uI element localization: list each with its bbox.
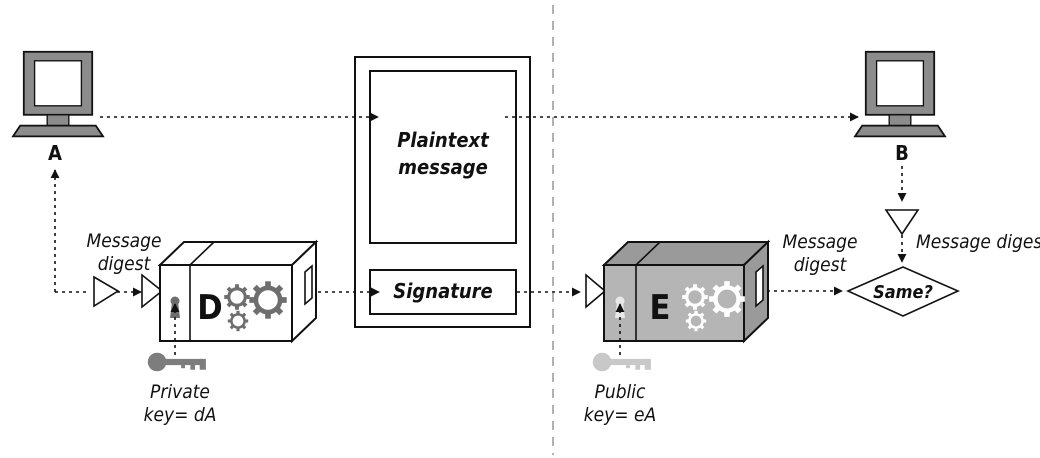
hash-triangle-receiver [884, 209, 920, 236]
private-key-line2: key= dA [144, 404, 217, 426]
compare-label: Same? [873, 282, 933, 303]
public-key-line1: Public [595, 381, 646, 403]
d-keyhole [170, 296, 180, 318]
compare-diamond [846, 266, 960, 317]
public-key-line2: key= eA [584, 404, 657, 426]
receiver-incoming-digest: Message digest [916, 231, 1040, 253]
plaintext-line2: message [398, 155, 488, 179]
verify-box-e [601, 239, 771, 344]
private-key-icon [147, 352, 206, 372]
e-keyhole [615, 296, 625, 318]
signature-label: Signature [393, 279, 492, 303]
computer-b-label: B [895, 141, 909, 165]
receiver-digest-line1: Message [783, 231, 858, 253]
hash-triangle-sender [93, 275, 120, 308]
computer-b-icon [854, 50, 946, 138]
sender-digest-line1: Message [87, 230, 162, 252]
sender-digest-line2: digest [98, 253, 152, 275]
plaintext-line1: Plaintext [397, 128, 490, 152]
flow-arrows [50, 112, 907, 297]
plaintext-box [369, 70, 517, 244]
computer-a-label: A [48, 141, 62, 165]
private-key-line1: Private [150, 381, 210, 403]
e-box-letter: E [650, 288, 671, 328]
computer-a-icon [12, 50, 104, 138]
public-key-icon [592, 352, 651, 372]
signing-box-d [157, 239, 319, 344]
d-box-letter: D [197, 288, 222, 328]
receiver-digest-line2: digest [794, 254, 848, 276]
d-input-triangle [141, 273, 164, 309]
e-input-triangle [585, 273, 607, 309]
